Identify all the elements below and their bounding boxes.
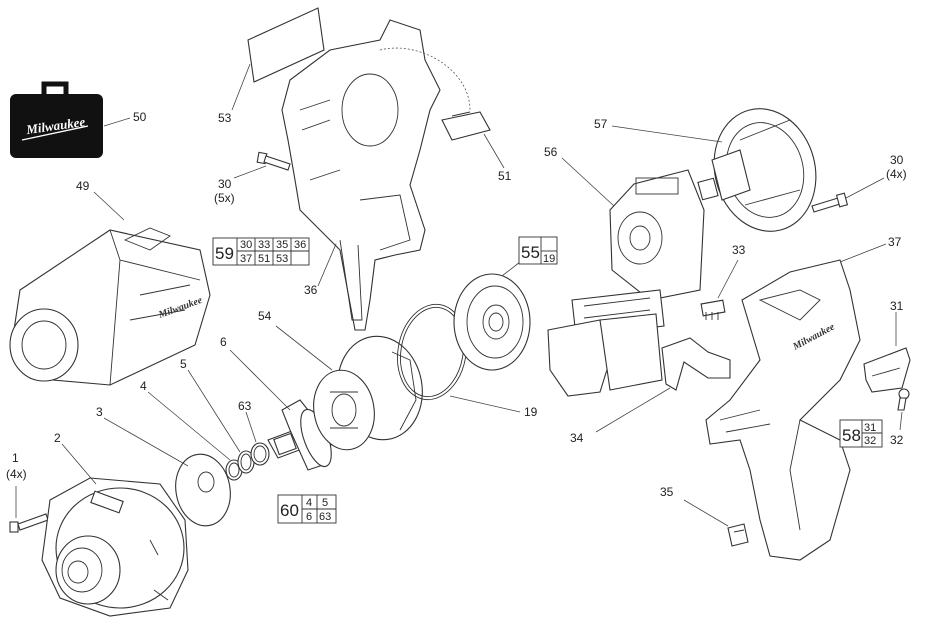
callout-3: 3 xyxy=(96,405,103,419)
callout-35: 35 xyxy=(660,485,674,499)
anvil-part xyxy=(267,399,333,471)
hammer-part xyxy=(313,335,423,451)
kit-58-box: 58 31 32 xyxy=(839,419,883,448)
callout-37: 37 xyxy=(888,235,902,249)
cable-34-part xyxy=(661,337,731,391)
screw-30b-part xyxy=(811,192,849,213)
callout-32: 32 xyxy=(890,433,904,447)
callout-34: 34 xyxy=(570,431,584,445)
label-51-part xyxy=(441,111,491,141)
kit-60-box: 60 4 5 6 63 xyxy=(277,494,337,524)
callout-51: 51 xyxy=(498,169,512,183)
callout-31: 31 xyxy=(890,299,904,313)
kit-55-box: 55 19 xyxy=(518,236,558,265)
callout-56: 56 xyxy=(544,145,558,159)
callout-53: 53 xyxy=(218,111,232,125)
o-ring-63-part xyxy=(250,442,270,466)
kit-60-part: 6 xyxy=(306,511,312,523)
gear-case-part xyxy=(41,477,189,617)
screw-32-part xyxy=(897,388,910,411)
callout-6: 6 xyxy=(220,335,227,349)
callout-54: 54 xyxy=(258,309,272,323)
callout-50: 50 xyxy=(133,110,147,124)
callout-4: 4 xyxy=(140,379,147,393)
case-logo-swoosh xyxy=(21,125,89,141)
callout-19: 19 xyxy=(524,405,538,419)
washer-3-part xyxy=(175,453,231,527)
kit-55-part: 19 xyxy=(543,253,555,265)
callout-5: 5 xyxy=(180,357,187,371)
motor-housing-part xyxy=(281,19,471,331)
case-handle xyxy=(41,81,69,96)
switch-33-part xyxy=(700,299,726,320)
bearing-plate-part xyxy=(453,273,531,371)
kit-59-id: 59 xyxy=(215,244,234,263)
callout-30a-qty: (5x) xyxy=(214,191,235,205)
callout-1: 1 xyxy=(12,451,19,465)
callout-30b: 30 xyxy=(890,153,904,167)
callout-57: 57 xyxy=(594,117,608,131)
o-ring-19-part xyxy=(397,303,467,401)
callout-36: 36 xyxy=(304,283,318,297)
kit-59-part: 30 xyxy=(240,239,252,251)
motor-stator-part xyxy=(697,108,817,232)
kit-59-part: 33 xyxy=(258,239,270,251)
callout-30b-qty: (4x) xyxy=(886,167,907,181)
label-53-part xyxy=(247,7,325,83)
callout-33: 33 xyxy=(732,243,746,257)
callout-49: 49 xyxy=(76,179,90,193)
kit-60-part: 63 xyxy=(319,511,331,523)
belt-clip-31-part xyxy=(863,347,911,393)
kit-59-part: 35 xyxy=(276,239,288,251)
kit-59-part: 36 xyxy=(294,239,306,251)
callout-63: 63 xyxy=(238,399,252,413)
kit-60-id: 60 xyxy=(280,501,299,520)
callout-1-qty: (4x) xyxy=(6,467,27,481)
kit-59-part: 51 xyxy=(258,253,270,265)
kit-59-part: 37 xyxy=(240,253,252,265)
callout-30a: 30 xyxy=(218,177,232,191)
kit-58-part: 31 xyxy=(864,422,876,434)
screw-30-part xyxy=(256,151,291,171)
callout-2: 2 xyxy=(54,431,61,445)
kit-58-id: 58 xyxy=(842,426,861,445)
kit-60-part: 4 xyxy=(306,497,312,509)
clip-35-part xyxy=(727,523,749,547)
rubber-boot-part: Milwaukee xyxy=(9,227,211,386)
electronics-module-part xyxy=(547,169,705,397)
carry-case-icon: Milwaukee xyxy=(10,81,103,158)
kit-60-part: 5 xyxy=(322,497,328,509)
handle-housing-part: Milwaukee xyxy=(705,259,861,561)
kit-59-box: 59 30 33 35 36 37 51 53 xyxy=(212,237,310,266)
kit-59-part: 53 xyxy=(276,253,288,265)
kit-55-id: 55 xyxy=(521,243,540,262)
case-body xyxy=(10,94,103,158)
kit-58-part: 32 xyxy=(864,435,876,447)
